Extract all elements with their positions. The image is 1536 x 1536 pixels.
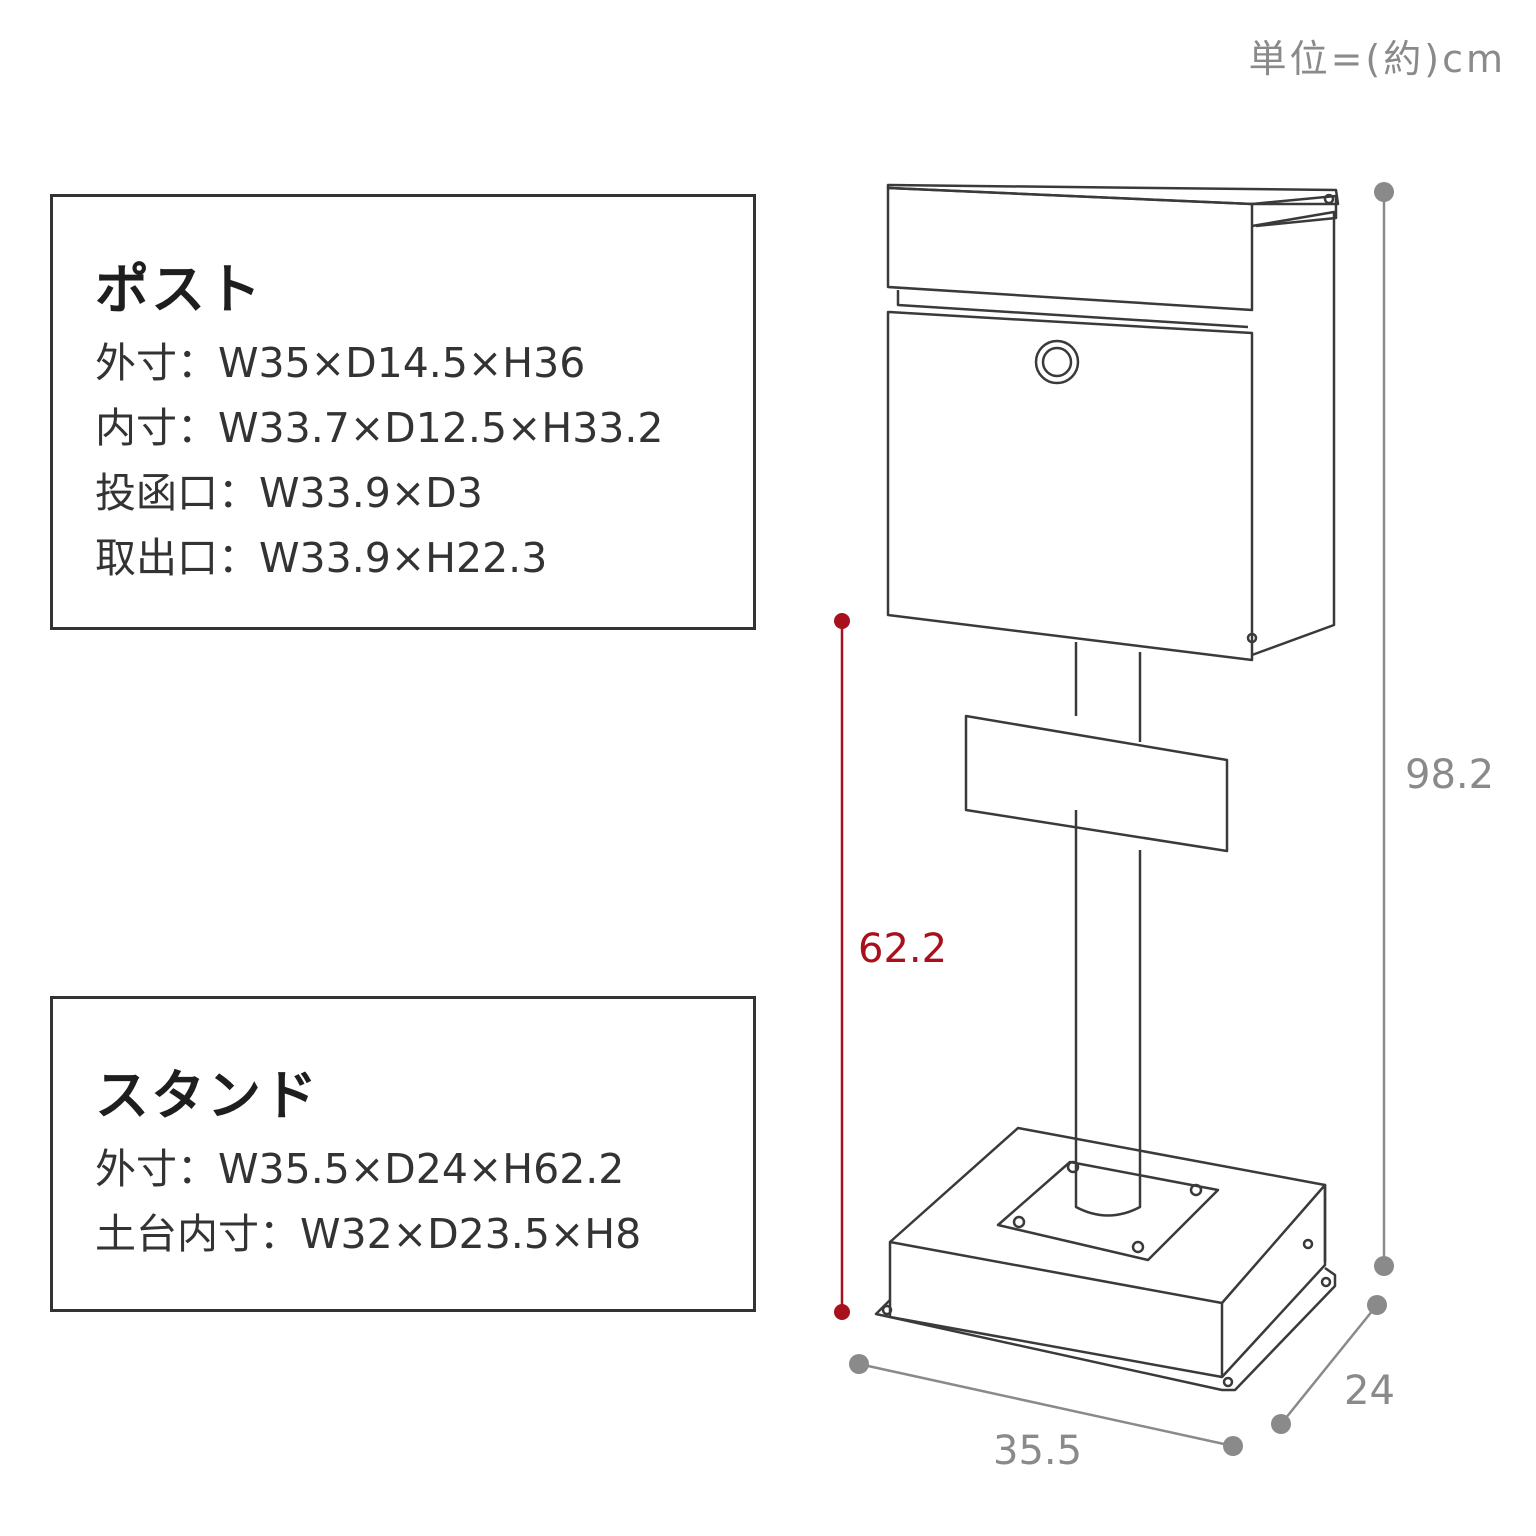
post-inner-size: 内寸：W33.7×D12.5×H33.2 <box>95 404 664 452</box>
post-title: ポスト <box>95 258 263 321</box>
bolt-icon <box>1302 1238 1314 1250</box>
post-slot-size: 投函口：W33.9×D3 <box>95 469 483 517</box>
mailbox-lid-front <box>886 186 1254 312</box>
base-flange <box>874 1266 1337 1392</box>
depth-label: 24 <box>1344 1368 1395 1414</box>
mailbox-slot-strip <box>896 290 1249 329</box>
width-label: 35.5 <box>993 1428 1082 1474</box>
base-front <box>888 1240 1224 1379</box>
post-spec-box: ポスト 外寸：W35×D14.5×H36 内寸：W33.7×D12.5×H33.… <box>50 194 756 630</box>
stand-pole <box>1074 810 1142 1217</box>
post-outer-size: 外寸：W35×D14.5×H36 <box>95 339 586 387</box>
dimension-depth: 24 <box>1271 1295 1395 1434</box>
bolt-icon <box>1066 1160 1080 1174</box>
base-side <box>1221 1183 1327 1378</box>
unit-note: 単位=(約)cm <box>1248 37 1506 81</box>
hinge-rivet-icon <box>1246 632 1258 644</box>
dimension-width: 35.5 <box>849 1354 1243 1474</box>
total-height-label: 98.2 <box>1405 752 1494 798</box>
lid-rivet-icon <box>1323 193 1335 205</box>
stand-title: スタンド <box>95 1064 319 1127</box>
base-top <box>889 1126 1327 1262</box>
stand-spec-box: スタンド 外寸：W35.5×D24×H62.2 土台内寸：W32×D23.5×H… <box>50 996 756 1312</box>
lock-cylinder-icon <box>1034 339 1080 385</box>
mailbox-door <box>886 310 1254 662</box>
bolt-icon <box>1189 1183 1203 1197</box>
mailbox-lid-side <box>1251 194 1338 228</box>
stand-outer-size: 外寸：W35.5×D24×H62.2 <box>95 1145 625 1193</box>
bolt-icon <box>1131 1240 1145 1254</box>
stand-base-inner-size: 土台内寸：W32×D23.5×H8 <box>95 1210 642 1258</box>
dimension-total-height: 98.2 <box>1374 182 1494 1276</box>
stand-spec-list: 外寸：W35.5×D24×H62.2 土台内寸：W32×D23.5×H8 <box>95 1137 641 1267</box>
post-door-size: 取出口：W33.9×H22.3 <box>95 534 548 582</box>
bolt-icon <box>1012 1215 1026 1229</box>
product-line-art <box>874 183 1340 1392</box>
mailbox-side <box>1251 210 1336 657</box>
dimension-stand-height: 62.2 <box>834 613 947 1320</box>
nameplate <box>964 714 1229 853</box>
post-spec-list: 外寸：W35×D14.5×H36 内寸：W33.7×D12.5×H33.2 投函… <box>95 331 664 591</box>
base-mount-plate <box>996 1160 1220 1262</box>
stand-height-label: 62.2 <box>858 926 947 972</box>
